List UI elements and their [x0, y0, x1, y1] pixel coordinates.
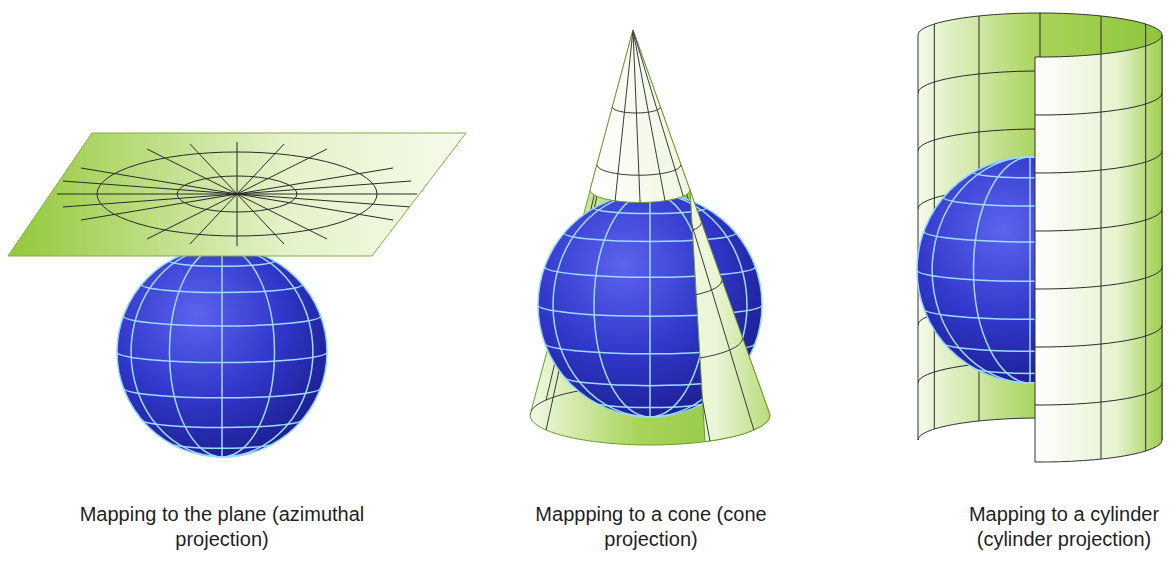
cone-back	[530, 30, 770, 445]
caption-text: Mapping to a cylinder (cylinder projecti…	[958, 502, 1170, 552]
cylinder-front-flap	[1035, 35, 1162, 462]
cylinder-figure	[917, 13, 1162, 462]
cone-front-grid	[551, 30, 754, 445]
azimuthal-figure	[8, 133, 466, 457]
caption-text: Mappping to a cone (cone projection)	[520, 502, 782, 552]
cylinder-front-grid	[918, 46, 1162, 459]
globe	[117, 247, 327, 457]
cone-figure	[530, 30, 770, 445]
cone-front-flap	[590, 30, 770, 442]
caption-text: Mapping to the plane (azimuthal projecti…	[62, 502, 382, 552]
projection-plane	[8, 133, 466, 256]
plane-grid	[57, 142, 417, 246]
